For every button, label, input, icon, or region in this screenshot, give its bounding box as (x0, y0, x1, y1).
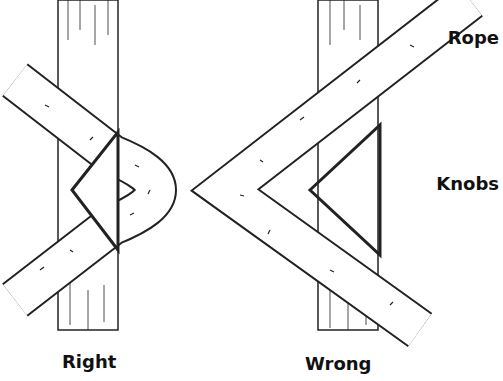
part-label: Wrong (305, 354, 371, 374)
part-label: Knobs (436, 174, 499, 194)
part-label: Rope (448, 28, 499, 48)
part-label: Right (62, 352, 116, 372)
